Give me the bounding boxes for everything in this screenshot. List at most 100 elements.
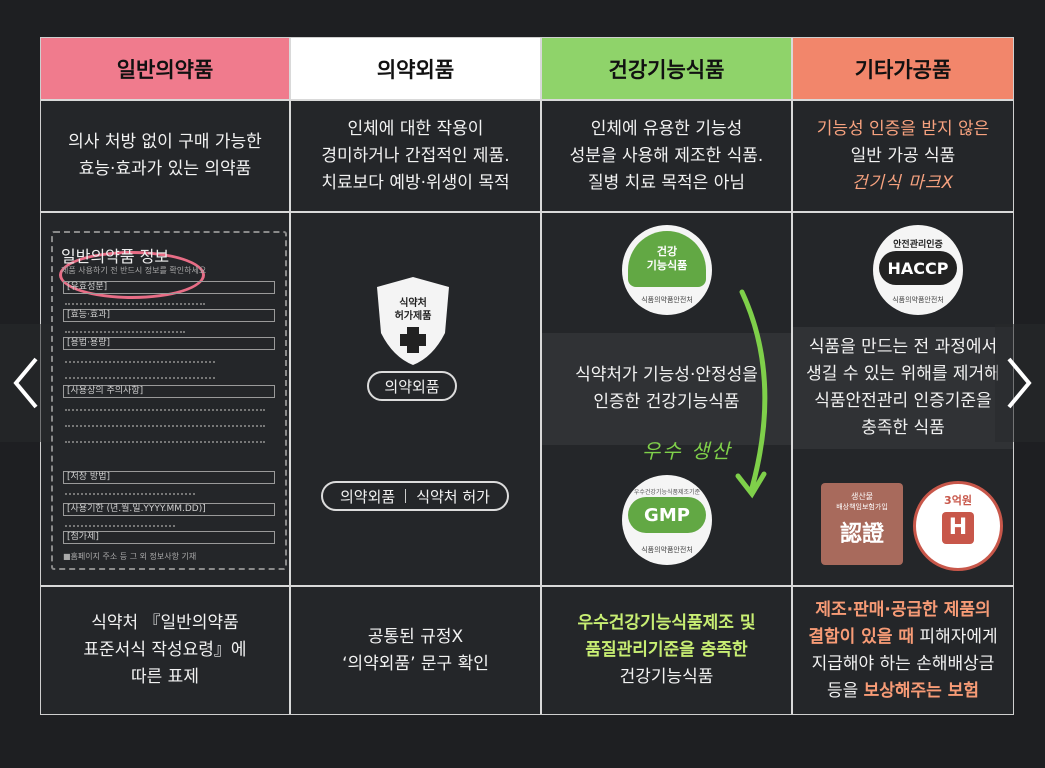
- desc-line: 건기식 마크X: [851, 172, 955, 193]
- footer-col2: 공통된 규정X ‘의약외품’ 문구 확인: [291, 587, 542, 714]
- highlight-ellipse: [59, 251, 205, 299]
- gmp-caption: 식품의약품안전처: [641, 546, 693, 554]
- desc-line: 인체에 대한 작용이: [347, 118, 484, 139]
- haccp-text: HACCP: [879, 251, 957, 285]
- pill-left: 의약외품: [340, 487, 396, 506]
- haccp-middle: 식품을 만드는 전 과정에서 생길 수 있는 위해를 제거해 식품안전관리 인증…: [793, 327, 1013, 449]
- chevron-right-icon: [1007, 357, 1032, 409]
- insurance-certificate-stamp: 생산물 배상책임보험가입 認證: [821, 483, 903, 565]
- footer-span: 결함이 있을 때: [808, 626, 915, 647]
- footer-span: 보상해주는 보험: [863, 680, 980, 701]
- form-row: [유효성분]: [63, 281, 275, 294]
- form-dots: [65, 403, 265, 411]
- header-other-processed: 기타가공품: [793, 38, 1013, 101]
- form-subtitle: 제품 사용하기 전 반드시 정보를 확인하세요: [61, 266, 207, 275]
- footer-line: 표준서식 작성요령』에: [83, 640, 247, 660]
- footer-col4: 제조·판매·공급한 제품의 결함이 있을 때 피해자에게 지급해야 하는 손해배…: [793, 587, 1013, 714]
- stamp-line: H: [942, 512, 974, 544]
- form-note: ■홈페이지 주소 등 그 외 정보사항 기재: [63, 552, 197, 561]
- footer-line: 지급해야 하는 손해배상금: [811, 653, 995, 674]
- middle-line: 충족한 식품: [861, 418, 945, 438]
- form-dots: [65, 325, 185, 333]
- header-label: 일반의약품: [116, 57, 214, 82]
- shield-text-line: 허가제품: [394, 311, 432, 322]
- shield-text-line: 식약처: [399, 298, 427, 309]
- footer-line: 식약처 『일반의약품: [91, 613, 239, 633]
- form-row: [첨가제]: [63, 531, 275, 544]
- footer-line: 우수건강기능식품제조 및: [577, 613, 756, 633]
- quasi-drug-pill: 의약외품: [367, 371, 457, 401]
- stamp-line: 認證: [839, 522, 884, 547]
- good-production-note: 우수 생산: [642, 439, 732, 463]
- haccp-caption: 식품의약품안전처: [892, 296, 944, 304]
- middle-line: 식약처가 기능성·안정성을: [575, 365, 758, 385]
- stamp-line: 배상책임보험가입: [836, 503, 888, 511]
- footer-line: ‘의약외품’ 문구 확인: [342, 653, 489, 674]
- form-dots: [65, 297, 205, 305]
- footer-line: 따른 표제: [131, 667, 199, 687]
- desc-line: 의사 처방 없이 구매 가능한: [68, 132, 262, 152]
- desc-line: 기능성 인증을 받지 않은: [816, 118, 990, 139]
- form-dots: [65, 435, 265, 443]
- desc-line: 일반 가공 식품: [850, 145, 956, 166]
- form-row: [효능·효과]: [63, 309, 275, 322]
- stamp-line: 생산물: [850, 492, 874, 501]
- header-label: 의약외품: [376, 57, 455, 82]
- middle-line: 생길 수 있는 위해를 제거해: [806, 364, 1000, 384]
- desc-line: 성분을 사용해 제조한 식품.: [569, 145, 764, 166]
- footer-line: 제조·판매·공급한 제품의: [815, 599, 991, 620]
- carousel-prev-button[interactable]: [0, 324, 50, 442]
- badge-line: 건강: [656, 245, 678, 258]
- media-col1: 일반의약품 정보 제품 사용하기 전 반드시 정보를 확인하세요 [유효성분] …: [41, 213, 291, 587]
- quasi-drug-approval-pill: 의약외품 식약처 허가: [321, 481, 509, 511]
- form-dots: [65, 519, 175, 527]
- header-general-medicine: 일반의약품: [41, 38, 291, 101]
- footer-span: 등을: [826, 680, 864, 701]
- desc-line: 치료보다 예방·위생이 목적: [321, 172, 510, 193]
- media-col4: 안전관리인증 HACCP 식품의약품안전처 식품을 만드는 전 과정에서 생길 …: [793, 213, 1013, 587]
- chevron-left-icon: [13, 357, 38, 409]
- shield-icon: [377, 277, 449, 365]
- desc-line: 효능·효과가 있는 의약품: [78, 159, 252, 179]
- desc-line: 인체에 유용한 기능성: [590, 118, 743, 139]
- gmp-badge: 우수건강기능식품제조기준 GMP 식품의약품안전처: [622, 475, 712, 565]
- gmp-text: GMP: [628, 497, 706, 533]
- form-row: [저장 방법]: [63, 471, 275, 484]
- stamp-line: 3억원: [944, 494, 972, 507]
- medicine-label-form: 일반의약품 정보 제품 사용하기 전 반드시 정보를 확인하세요 [유효성분] …: [51, 231, 287, 570]
- header-label: 기타가공품: [854, 57, 952, 82]
- badge-caption: 식품의약품안전처: [641, 296, 693, 304]
- header-health-food: 건강기능식품: [542, 38, 793, 101]
- header-quasi-drug: 의약외품: [291, 38, 542, 101]
- footer-line: 건강기능식품: [619, 667, 714, 687]
- form-row: [사용기한 (년.월.일.YYYY.MM.DD)]: [63, 503, 275, 516]
- middle-line: 인증한 건강기능식품: [593, 392, 740, 412]
- pill-right: 식약처 허가: [416, 487, 490, 506]
- gmp-top-text: 우수건강기능식품제조기준: [633, 489, 701, 496]
- footer-span: 피해자에게: [914, 626, 998, 647]
- header-label: 건강기능식품: [608, 57, 725, 82]
- shield-text: 식약처 허가제품: [373, 297, 453, 323]
- media-col2: 식약처 허가제품 의약외품 의약외품 식약처 허가: [291, 213, 542, 587]
- footer-line: 품질관리기준을 충족한: [585, 640, 748, 660]
- form-row: [용법·용량]: [63, 337, 275, 350]
- form-row: [사용상의 주의사항]: [63, 385, 275, 398]
- form-dots: [65, 487, 195, 495]
- form-dots: [65, 355, 215, 363]
- carousel-next-button[interactable]: [995, 324, 1045, 442]
- desc-line: 질병 치료 목적은 아님: [588, 172, 745, 193]
- middle-line: 식품안전관리 인증기준을: [814, 391, 992, 411]
- badge-line: 기능식품: [646, 259, 688, 272]
- form-title: 일반의약품 정보: [61, 247, 170, 266]
- footer-line: 공통된 규정X: [367, 626, 464, 647]
- middle-line: 식품을 만드는 전 과정에서: [808, 337, 998, 357]
